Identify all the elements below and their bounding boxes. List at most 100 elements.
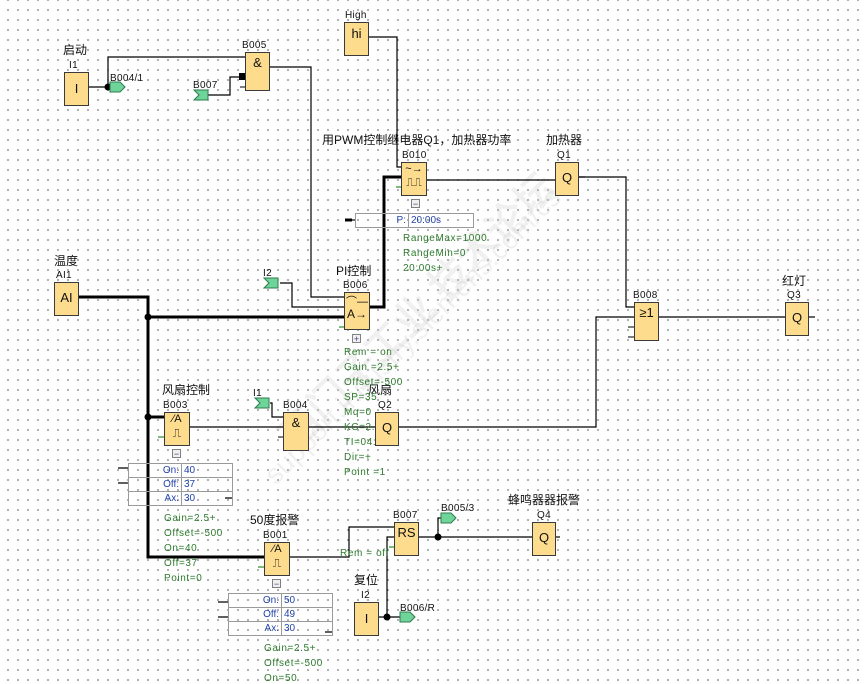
collapse-toggle-b003[interactable]: − xyxy=(172,449,181,459)
connector-out-icon[interactable] xyxy=(399,611,417,623)
param-row: Ax:30 xyxy=(228,621,333,636)
param-table-b003: On:40 Off:37 Ax:30 xyxy=(128,463,233,506)
output-symbol: Q xyxy=(381,420,393,435)
input-symbol: I xyxy=(74,81,79,96)
pi-analog-symbol: A→ xyxy=(346,307,367,321)
expand-toggle-b006[interactable]: + xyxy=(352,334,361,344)
param-b006-ti: TI=04:00m xyxy=(344,437,398,448)
junction-i2 xyxy=(383,613,391,621)
block-label-b003: B003 xyxy=(163,400,188,411)
param-key: P: xyxy=(355,213,409,228)
wire-i2flag-b006 xyxy=(280,282,345,308)
param-key: Off: xyxy=(228,607,282,622)
or-block-b008[interactable]: ≥1 xyxy=(634,302,659,341)
param-b001-gain: Gain=2.5+ xyxy=(264,643,317,654)
param-key: On: xyxy=(128,463,182,478)
comment-start: 启动 xyxy=(63,43,88,57)
param-table-b001: On:50 Off:49 Ax:30 xyxy=(228,593,333,636)
comment-temperature: 温度 xyxy=(54,254,79,268)
wire-b007-b005flag xyxy=(437,517,441,537)
param-b006-kc: KC=2.0 xyxy=(344,422,382,433)
block-label-i1: I1 xyxy=(69,60,78,71)
param-b006-mq: Mq=0 xyxy=(344,407,372,418)
param-value[interactable]: 30 xyxy=(281,621,333,636)
input-block-i2[interactable]: I xyxy=(354,602,379,636)
param-value[interactable]: 40 xyxy=(181,463,233,478)
wire-q2-b008 xyxy=(398,316,634,428)
param-key: Ax: xyxy=(128,491,182,506)
block-label-b001: B001 xyxy=(263,530,288,541)
param-b006-rem: Rem = on xyxy=(344,347,393,358)
neg-input-b005 xyxy=(239,73,245,80)
pwm-analog-symbol: ~→ xyxy=(405,163,423,175)
block-label-b008: B008 xyxy=(633,290,658,301)
output-block-q1[interactable]: Q xyxy=(555,162,579,196)
output-block-q3[interactable]: Q xyxy=(785,302,809,336)
rs-flipflop-block-b007[interactable]: RS xyxy=(394,522,419,556)
comment-reset: 复位 xyxy=(354,573,379,587)
connector-out-icon[interactable] xyxy=(109,81,127,93)
pi-curve-symbol: ⌒— xyxy=(346,296,368,308)
and-symbol: & xyxy=(291,415,301,430)
param-key: Off: xyxy=(128,477,182,492)
connector-in-icon[interactable] xyxy=(254,397,272,409)
input-symbol: I xyxy=(364,611,369,626)
analog-input-block-ai1[interactable]: AI xyxy=(54,282,79,316)
threshold-block-b003[interactable]: ⁄A ⎍ xyxy=(164,412,190,446)
pwm-block-b010[interactable]: ~→ ⎍⎍ xyxy=(401,162,427,196)
connector-in-icon[interactable] xyxy=(263,277,281,289)
param-b007-rem: Rem = off xyxy=(340,548,389,559)
pi-controller-block-b006[interactable]: ⌒— A→ xyxy=(344,292,370,330)
junction-ai1-b006 xyxy=(144,313,152,321)
param-b006-point: Point =1 xyxy=(344,467,386,478)
block-label-q1: Q1 xyxy=(557,150,571,161)
comment-pi-control: PI控制 xyxy=(336,264,372,278)
flag-label-b007: B007 xyxy=(193,80,218,91)
constant-block-hi[interactable]: hi xyxy=(344,22,369,56)
param-value[interactable]: 49 xyxy=(281,607,333,622)
flag-label-b006-r: B006/R xyxy=(400,603,436,614)
param-table-b010: P: 20:00s xyxy=(355,213,474,228)
wire-i1-b005 xyxy=(107,56,246,87)
param-value[interactable]: 50 xyxy=(281,593,333,608)
param-key: Ax: xyxy=(228,621,282,636)
and-block-b004[interactable]: & xyxy=(283,412,309,451)
output-block-q4[interactable]: Q xyxy=(532,522,556,556)
wire-i1flag-b004 xyxy=(270,402,283,418)
param-b006-gain: Gain =2.5+ xyxy=(344,362,400,373)
param-b003-offset: Offset=-500 xyxy=(164,528,223,539)
flag-label-i2: I2 xyxy=(263,268,272,279)
param-value[interactable]: 30 xyxy=(181,491,233,506)
input-block-i1[interactable]: I xyxy=(64,72,89,106)
or-symbol: ≥1 xyxy=(639,305,654,320)
block-label-i2: I2 xyxy=(361,590,370,601)
param-b001-offset: Offset=-500 xyxy=(264,658,323,669)
connector-out-icon[interactable] xyxy=(440,512,458,524)
hi-symbol: hi xyxy=(351,26,362,41)
and-block-b005[interactable]: & xyxy=(245,52,270,91)
comment-alarm-50: 50度报警 xyxy=(250,513,300,527)
param-row: P: 20:00s xyxy=(355,213,474,228)
param-b003-on: On=40 xyxy=(164,543,198,554)
param-row: On:50 xyxy=(228,593,333,608)
connector-in-icon[interactable] xyxy=(193,89,211,101)
comment-heater: 加热器 xyxy=(546,133,583,147)
param-value[interactable]: 20:00s xyxy=(408,213,474,228)
collapse-toggle-b001[interactable]: − xyxy=(272,579,281,589)
flag-label-b004-1: B004/1 xyxy=(110,73,144,84)
output-block-q2[interactable]: Q xyxy=(375,412,399,446)
param-value[interactable]: 37 xyxy=(181,477,233,492)
threshold-block-b001[interactable]: ⁄A ⎍ xyxy=(264,542,290,576)
collapse-toggle-b010[interactable]: − xyxy=(411,199,420,209)
param-b003-off: Off=37 xyxy=(164,558,198,569)
param-row: Off:49 xyxy=(228,607,333,622)
output-symbol: Q xyxy=(538,530,550,545)
wire-b006-b010 xyxy=(369,175,401,309)
param-b010-period: 20:00s+ xyxy=(403,263,444,274)
param-row: Ax:30 xyxy=(128,491,233,506)
rs-symbol: RS xyxy=(397,525,416,540)
flag-label-i1: I1 xyxy=(253,388,262,399)
threshold-symbol: ⁄A xyxy=(172,413,182,425)
comment-high: High xyxy=(345,10,367,21)
block-label-b005: B005 xyxy=(242,40,267,51)
